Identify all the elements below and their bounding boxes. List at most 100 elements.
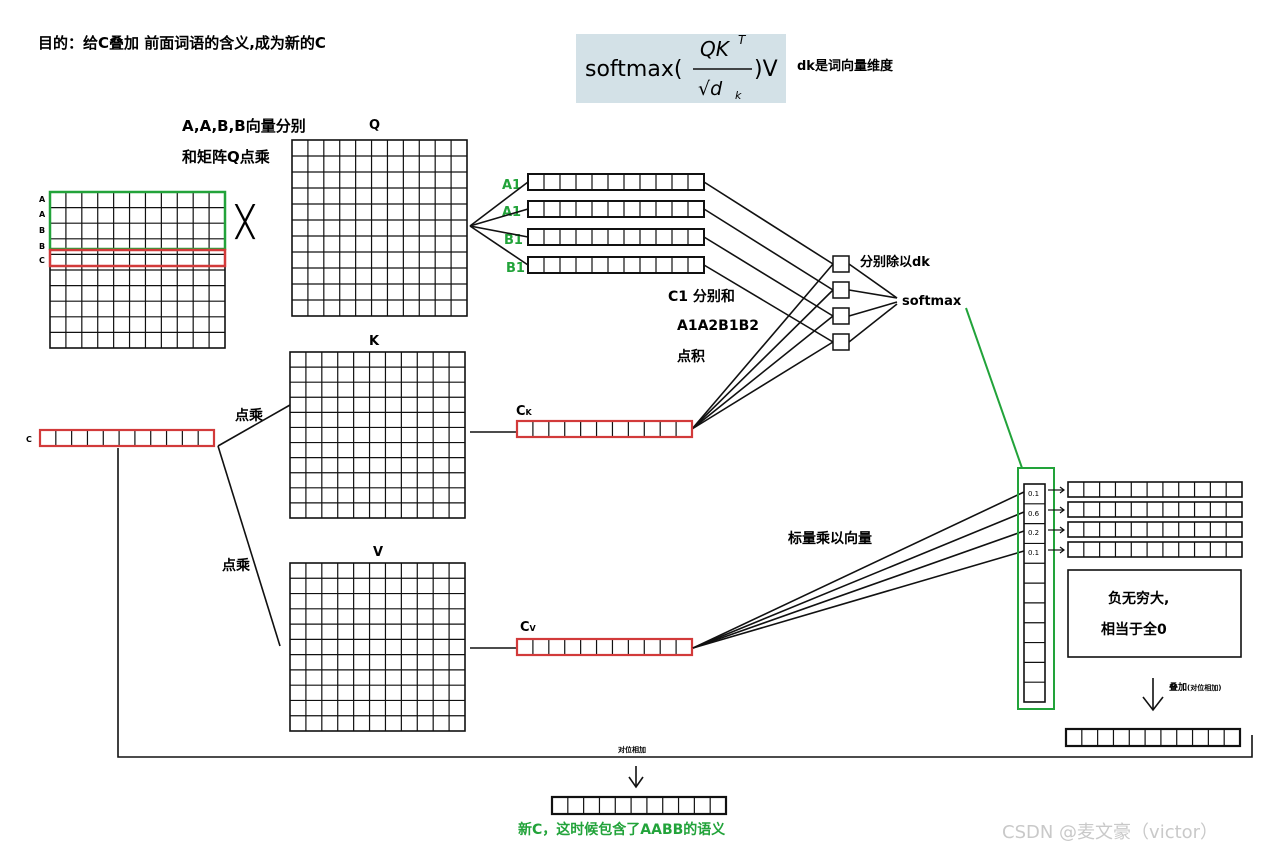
- sum-vector-border: [1064, 727, 1242, 748]
- goal-text: 目的：给C叠加 前面词语的含义,成为新的C: [38, 34, 326, 52]
- res-vector-b2: [527, 256, 705, 274]
- stack-note: 叠加(对位相加): [1169, 681, 1221, 693]
- weight-arrowhead-2: [1059, 506, 1065, 514]
- score-box-3: [832, 307, 850, 325]
- v-matrix: [289, 562, 466, 732]
- row-label-a1: A: [39, 195, 46, 204]
- dot-product-v-label: 点乘: [222, 557, 251, 574]
- q-fan-lines: [469, 181, 529, 266]
- dk-note: dk是词向量维度: [797, 58, 894, 74]
- ck-vector-border: [516, 420, 693, 438]
- q-note-line1: A,A,B,B向量分别: [182, 117, 306, 135]
- cv-fan-3: [692, 530, 1025, 649]
- res-label-b1: B1: [504, 233, 523, 248]
- q-result-vectors: [527, 173, 705, 274]
- dot-note-line2: A1A2B1B2: [677, 318, 759, 334]
- line-box3-softmax: [848, 301, 898, 317]
- res-vector-b2-border: [527, 256, 705, 274]
- c-to-k-line: [217, 404, 291, 447]
- formula-numerator: QK: [700, 37, 731, 61]
- c-row-highlight: [48, 248, 227, 268]
- weight-1: 0.1: [1028, 490, 1039, 498]
- line-box1-softmax: [848, 263, 898, 299]
- score-lines: [691, 181, 898, 430]
- scaled-vector-1: [1067, 481, 1243, 498]
- line-box2-softmax: [848, 289, 898, 299]
- res-vector-a1: [527, 173, 705, 191]
- score-box-4: [832, 333, 850, 351]
- weight-arrowhead-4: [1059, 546, 1065, 554]
- res-vector-b1: [527, 228, 705, 246]
- softmax-to-weights-line: [965, 307, 1023, 469]
- res-label-b2: B1: [506, 261, 525, 276]
- stack-arrow-head: [1142, 696, 1164, 712]
- c-vector-label: C: [26, 435, 32, 444]
- softmax-label: softmax: [902, 294, 962, 309]
- q-label: Q: [369, 118, 380, 133]
- cv-fan-2: [692, 511, 1025, 649]
- q-note-line2: 和矩阵Q点乘: [182, 148, 270, 166]
- cv-vector-border: [516, 638, 693, 656]
- formula-lead: softmax(: [585, 57, 682, 82]
- scaled-vector-3-border: [1067, 521, 1243, 538]
- divide-dk-note: 分别除以dk: [860, 254, 930, 270]
- weights-highlight: [1017, 467, 1055, 710]
- ck-vector: [515, 419, 694, 439]
- ck-vector-frame: [515, 419, 694, 439]
- row-label-a2: A: [39, 210, 46, 219]
- c-vector-frame: [38, 428, 216, 448]
- v-matrix-border: [289, 562, 466, 732]
- res-vector-a1-border: [527, 173, 705, 191]
- weight-arrowhead-1: [1059, 486, 1065, 494]
- row-label-b1: B: [39, 226, 45, 235]
- scaled-vector-2-border: [1067, 501, 1243, 518]
- new-c-caption: 新C，这时候包含了AABB的语义: [518, 821, 725, 838]
- residual-arrow-head: [628, 776, 644, 789]
- fan-line-a1: [469, 181, 529, 227]
- res-label-a2: A1: [502, 205, 521, 220]
- k-matrix: [289, 351, 466, 519]
- scaled-vector-2: [1067, 501, 1243, 518]
- k-label: K: [369, 334, 380, 349]
- cv-vector: [515, 637, 694, 657]
- k-matrix-border: [289, 351, 466, 519]
- score-boxes: [832, 255, 850, 351]
- formula-sup: T: [738, 33, 747, 47]
- weight-4: 0.1: [1028, 549, 1039, 557]
- input-matrix: [49, 191, 226, 349]
- line-box4-softmax: [848, 303, 898, 343]
- dot-note-line3: 点积: [677, 348, 705, 365]
- multiply-sign: ╳: [234, 204, 256, 240]
- score-box-2: [832, 281, 850, 299]
- v-label: V: [373, 545, 383, 560]
- fan-line-b1: [469, 225, 529, 238]
- score-box-1: [832, 255, 850, 273]
- fan-line-b2: [469, 225, 529, 266]
- line-ck-box3: [691, 315, 834, 430]
- cv-fan-1: [692, 491, 1025, 649]
- c-vector-border: [39, 429, 215, 447]
- res-vector-a2-border: [527, 200, 705, 218]
- weight-arrows: [1048, 486, 1065, 554]
- dot-note-line1: C1 分别和: [668, 289, 735, 305]
- weight-arrowhead-3: [1059, 526, 1065, 534]
- cv-vector-frame: [515, 637, 694, 657]
- q-matrix-border: [291, 139, 468, 317]
- weights-column: [1023, 483, 1046, 703]
- scaled-vector-1-border: [1067, 481, 1243, 498]
- row-label-b2: B: [39, 242, 45, 251]
- line-ck-box2: [691, 289, 834, 430]
- row-label-c: C: [39, 256, 45, 265]
- new-c-vector-border: [550, 795, 728, 816]
- cv-fan-4: [692, 550, 1025, 649]
- q-matrix: [291, 139, 468, 317]
- formula-tail: )V: [754, 57, 778, 82]
- elementwise-add-note: 对位相加: [618, 745, 646, 754]
- res-vector-b1-border: [527, 228, 705, 246]
- formula-denominator: √d: [698, 78, 723, 100]
- line-b1-box3: [703, 236, 834, 317]
- line-a1-box1: [703, 181, 834, 265]
- ck-label: CK: [516, 404, 533, 419]
